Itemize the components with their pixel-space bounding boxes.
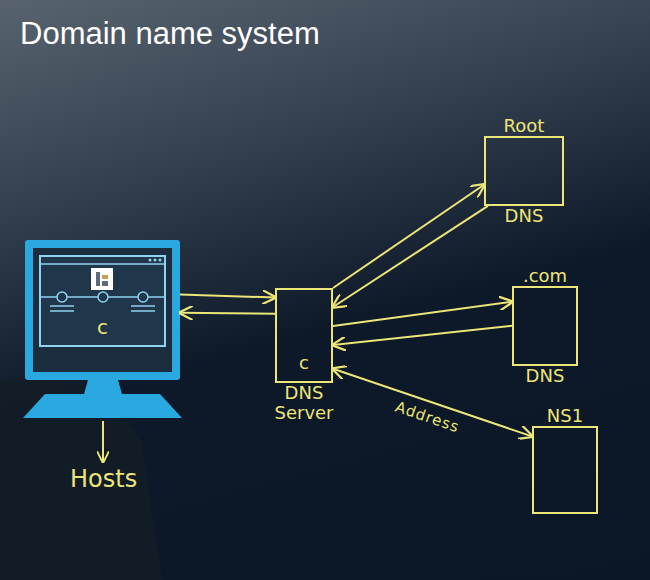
node-label: DNS xyxy=(505,206,544,226)
edge-label: Address xyxy=(393,399,462,436)
server-outline: c xyxy=(275,288,333,383)
query-arrow xyxy=(333,185,484,288)
query-arrow xyxy=(180,295,275,298)
server-outline xyxy=(532,426,598,514)
dns-server-box: RootDNS xyxy=(484,116,564,226)
query-arrow xyxy=(180,312,275,315)
host-computer: c xyxy=(25,240,180,380)
label-group: Root xyxy=(504,116,545,136)
diagram-title: Domain name system xyxy=(20,16,320,52)
label-group: DNS xyxy=(526,366,565,386)
label-group: .com xyxy=(523,266,567,286)
dns-server-box: .comDNS xyxy=(512,266,578,386)
server-outline xyxy=(484,136,564,206)
node-label: DNS xyxy=(526,366,565,386)
query-arrow xyxy=(333,302,512,326)
node-label: .com xyxy=(523,266,567,286)
label-group: DNS xyxy=(505,206,544,226)
dns-server-box: NS1 xyxy=(532,406,598,514)
node-label: Root xyxy=(504,116,545,136)
node-label: NS1 xyxy=(547,406,583,426)
annotation-label: Hosts xyxy=(70,466,137,492)
query-arrow xyxy=(333,326,512,345)
label-group: DNS Server xyxy=(266,383,342,423)
computer-monitor xyxy=(23,240,182,418)
label-group: NS1 xyxy=(547,406,583,426)
hosts-arrow xyxy=(102,421,104,462)
node-label: DNS Server xyxy=(266,383,342,423)
node-label: c xyxy=(97,316,108,338)
query-arrow xyxy=(333,369,532,437)
server-outline xyxy=(512,286,578,366)
node-label: c xyxy=(299,353,309,373)
query-arrow xyxy=(333,206,488,307)
dns-server-box: cDNS Server xyxy=(266,288,342,423)
